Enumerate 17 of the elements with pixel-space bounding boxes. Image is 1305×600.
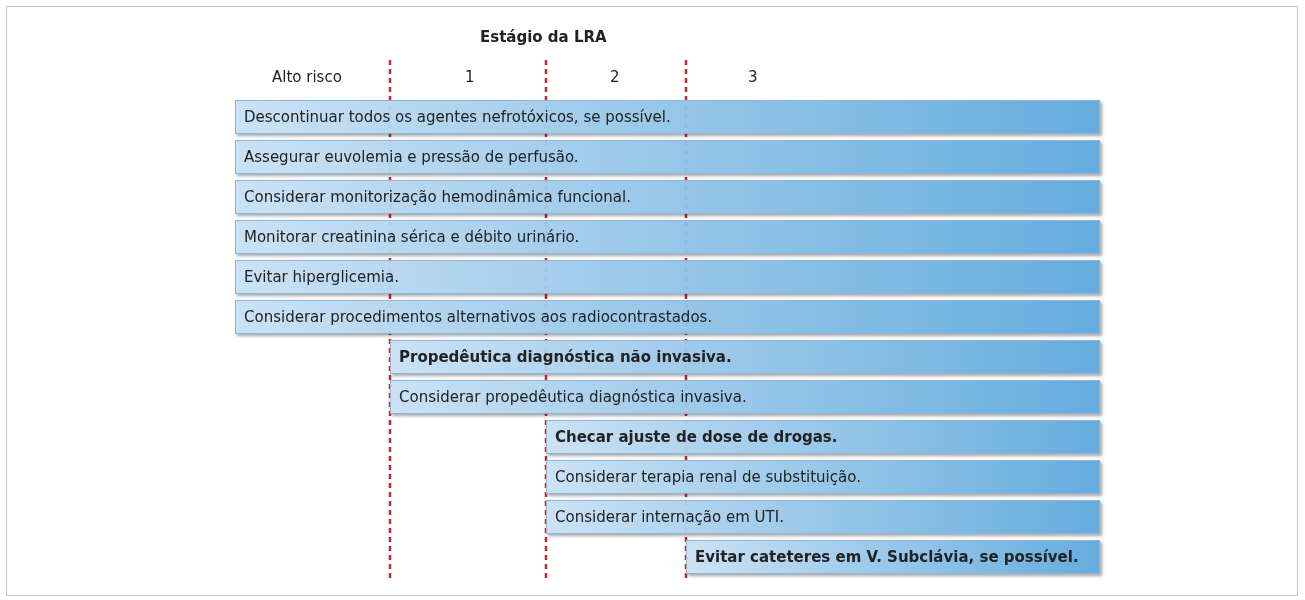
action-bar: Considerar procedimentos alternativos aos radiocontrastados.: [235, 300, 1100, 334]
action-bar: Considerar monitorização hemodinâmica funcional.: [235, 180, 1100, 214]
action-bar: Considerar internação em UTI.: [546, 500, 1100, 534]
action-bar: Checar ajuste de dose de drogas.: [546, 420, 1100, 454]
stage-number: 2: [610, 68, 620, 86]
action-bar: Propedêutica diagnóstica não invasiva.: [390, 340, 1100, 374]
action-bar: Considerar terapia renal de substituição.: [546, 460, 1100, 494]
action-bar: Evitar hiperglicemia.: [235, 260, 1100, 294]
stage-number: 1: [465, 68, 475, 86]
stage-number: 3: [748, 68, 758, 86]
column-label: Alto risco: [272, 68, 342, 86]
action-bar: Descontinuar todos os agentes nefrotóxicos, se possível.: [235, 100, 1100, 134]
action-bar: Considerar propedêutica diagnóstica invasiva.: [390, 380, 1100, 414]
heading: Estágio da LRA: [480, 28, 607, 46]
action-bar: Monitorar creatinina sérica e débito urinário.: [235, 220, 1100, 254]
action-bar: Evitar cateteres em V. Subclávia, se possível.: [686, 540, 1100, 574]
action-bar: Assegurar euvolemia e pressão de perfusão.: [235, 140, 1100, 174]
